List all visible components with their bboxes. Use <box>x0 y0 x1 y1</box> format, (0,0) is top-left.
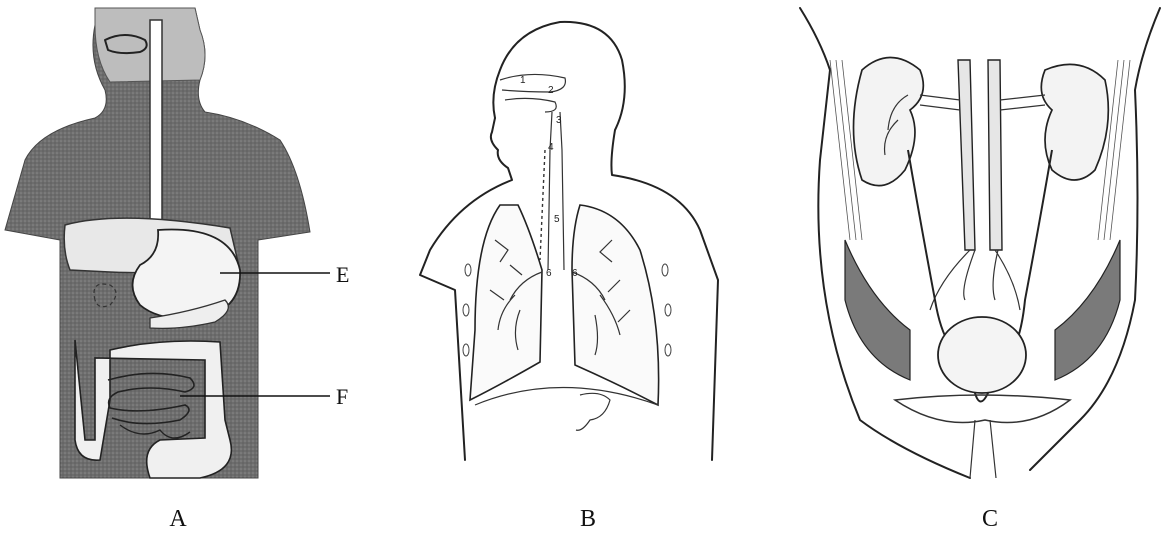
digestive-system-diagram: E F A <box>0 0 380 535</box>
structure-number-3: 3 <box>556 115 562 126</box>
urinary-system-diagram: C <box>790 0 1171 535</box>
structure-number-1: 1 <box>520 75 526 86</box>
caption-b: B <box>568 506 608 533</box>
respiratory-system-illustration: 1 2 3 4 5 6 6 <box>400 0 760 535</box>
label-f: F <box>336 384 348 410</box>
caption-c: C <box>970 506 1010 533</box>
structure-number-6-left: 6 <box>546 268 552 279</box>
structure-number-4: 4 <box>548 142 554 153</box>
label-e: E <box>336 262 349 288</box>
structure-number-2: 2 <box>548 85 554 96</box>
structure-number-5: 5 <box>554 214 560 225</box>
digestive-system-illustration <box>0 0 380 535</box>
structure-number-6-right: 6 <box>572 268 578 279</box>
caption-a: A <box>158 506 198 533</box>
urinary-system-illustration <box>790 0 1171 535</box>
respiratory-system-diagram: 1 2 3 4 5 6 6 B <box>400 0 760 535</box>
